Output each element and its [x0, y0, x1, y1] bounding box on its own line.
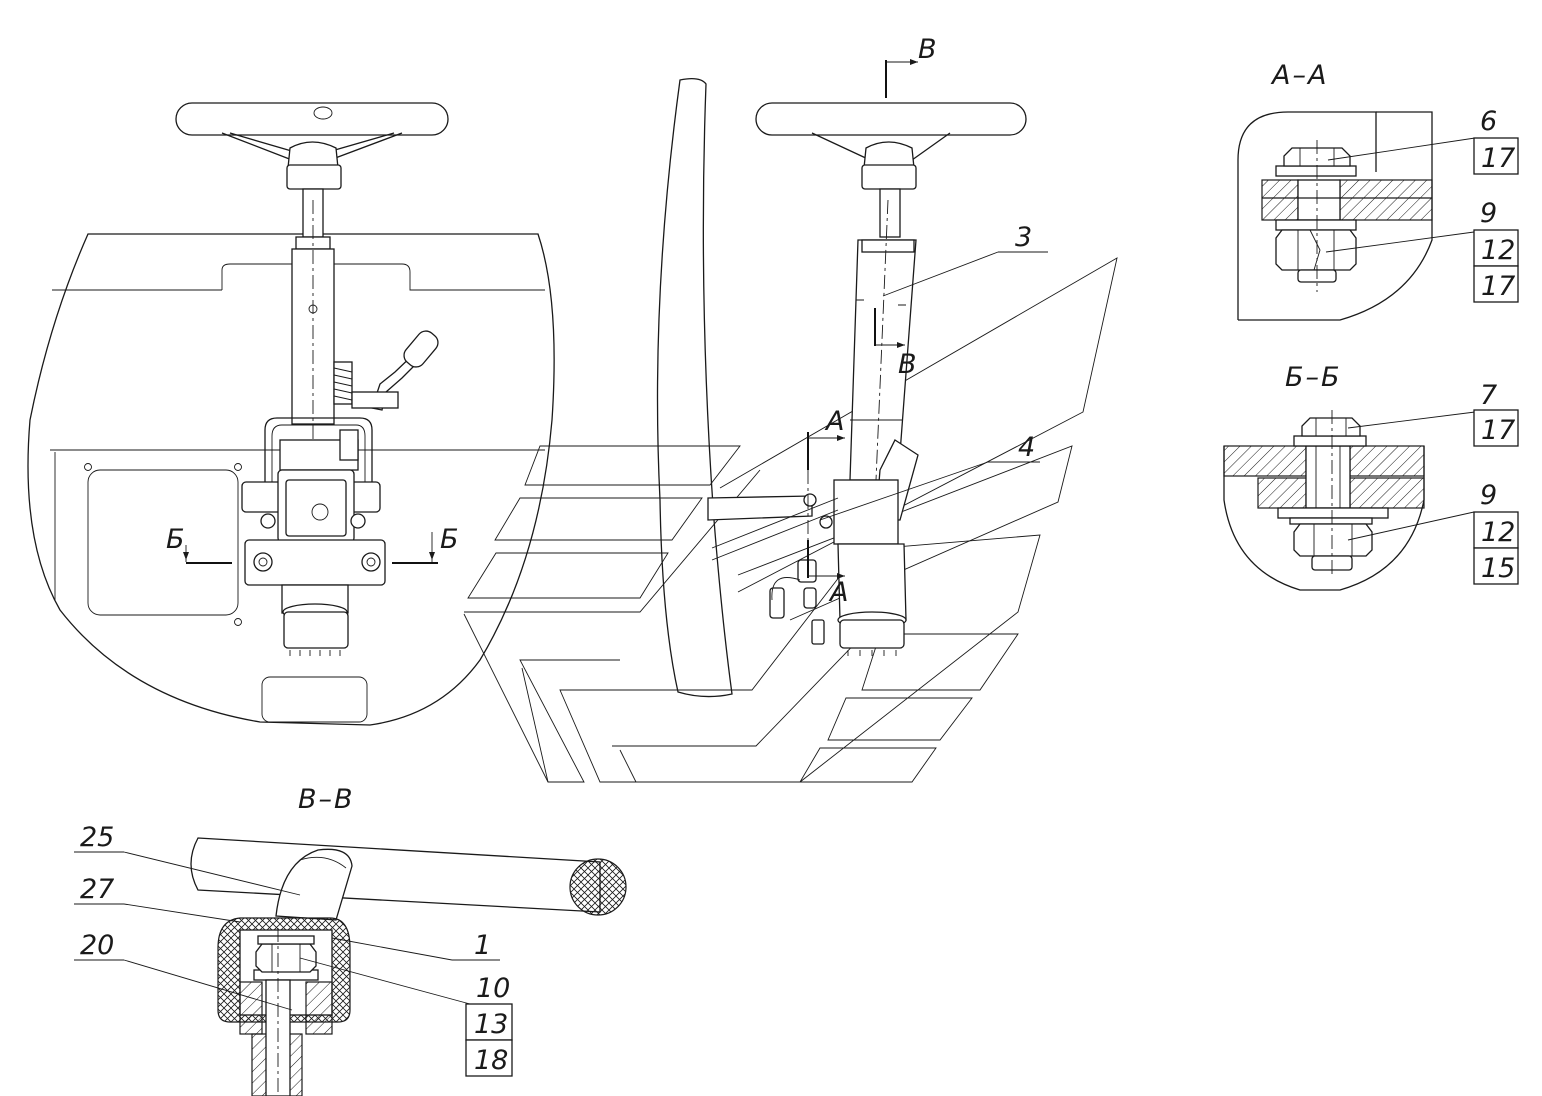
callout-6: 6 [1480, 106, 1497, 137]
callout-25: 25 [80, 822, 114, 853]
callout-7: 7 [1480, 380, 1497, 411]
callout-20: 20 [80, 930, 114, 961]
cut-mark-a-bottom: А [828, 577, 850, 608]
callout-1: 1 [474, 930, 491, 961]
cut-mark-b-right: Б [440, 524, 461, 555]
side-view: В В А А 3 4 [463, 34, 1118, 783]
code-aa-9a: 12 [1481, 235, 1515, 266]
section-aa-title: А–А [1270, 60, 1328, 91]
code-bb-9b: 15 [1481, 553, 1515, 584]
callout-10: 10 [476, 973, 510, 1004]
code-aa-6: 17 [1481, 143, 1515, 174]
code-aa-9b: 17 [1481, 271, 1515, 302]
section-bb: Б–Б 7 17 9 12 15 [1223, 362, 1519, 591]
callout-9-aa: 9 [1480, 198, 1497, 229]
callout-27: 27 [80, 874, 114, 905]
callout-9-bb: 9 [1480, 480, 1497, 511]
cut-mark-a-top: А [824, 406, 846, 437]
callout-4: 4 [1018, 432, 1035, 463]
callout-3: 3 [1015, 222, 1032, 253]
section-aa: А–А 6 17 9 12 17 [1237, 60, 1519, 321]
code-vv-10a: 13 [474, 1009, 508, 1040]
section-vv-title: В–В [298, 784, 355, 815]
front-view: Б Б [27, 102, 555, 726]
code-bb-7: 17 [1481, 415, 1515, 446]
cut-mark-b-left: Б [166, 524, 187, 555]
code-bb-9a: 12 [1481, 517, 1515, 548]
section-vv: В–В 25 27 20 1 10 [74, 784, 627, 1096]
cut-mark-v-bottom: В [898, 349, 919, 380]
section-bb-title: Б–Б [1285, 362, 1342, 393]
code-vv-10b: 18 [474, 1045, 508, 1076]
cut-mark-v-top: В [918, 34, 939, 65]
